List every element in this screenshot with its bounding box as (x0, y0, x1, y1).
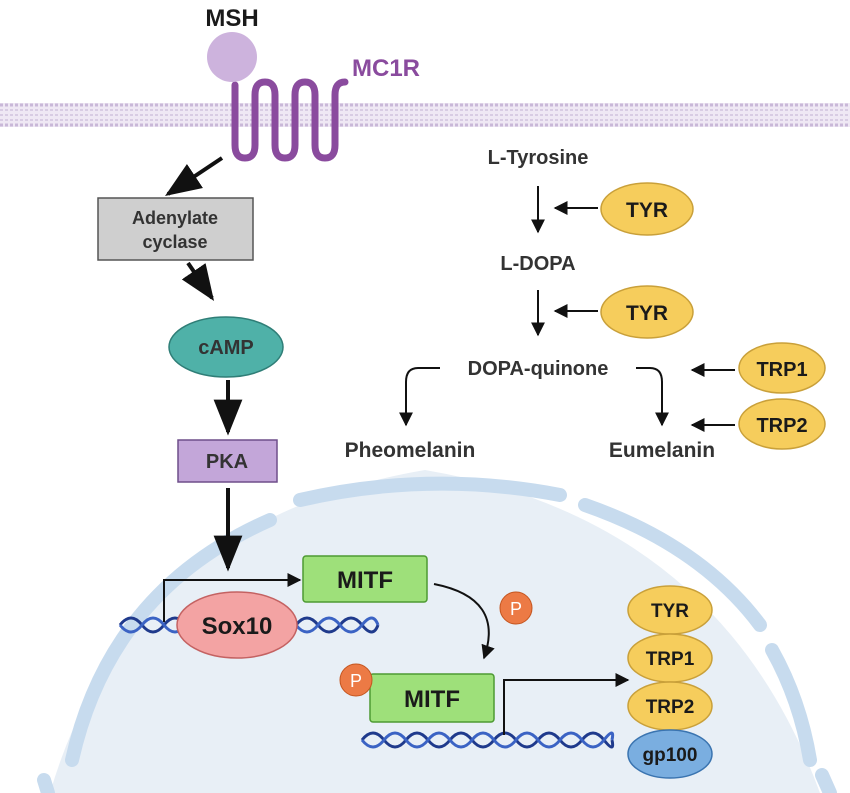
cell-membrane (0, 103, 850, 127)
trp2-enzyme-label: TRP2 (756, 415, 807, 437)
camp-label: cAMP (198, 337, 254, 359)
sox10-label: Sox10 (202, 613, 273, 640)
tyr-enzyme-1 (600, 182, 694, 236)
arrow-adenylate-to-camp (181, 261, 215, 301)
trp1-enzyme-label: TRP1 (756, 359, 807, 381)
nuclear-envelope-segment (578, 498, 767, 632)
mc1r-label: MC1R (352, 55, 420, 82)
adenylate-label-line1: Adenylate (132, 208, 218, 228)
adenylate-label-line2: cyclase (142, 232, 207, 252)
l-tyrosine-label: L-Tyrosine (488, 147, 589, 169)
arrow-to-eumelanin (636, 367, 669, 427)
mc1r-receptor (231, 78, 349, 162)
adenylate-cyclase-box (97, 197, 254, 261)
phosphate-1 (499, 591, 533, 625)
trp1-enzyme (738, 342, 826, 394)
pka-label: PKA (206, 451, 248, 473)
target-trp2-label: TRP2 (646, 697, 695, 718)
dna-strand-2 (360, 731, 615, 749)
tyr-enzyme-2 (600, 285, 694, 339)
mitf-label: MITF (337, 567, 393, 594)
nuclear-envelope-segment (815, 768, 837, 793)
target-gp100-label: gp100 (643, 745, 698, 766)
tyr-enzyme-1-label: TYR (626, 199, 668, 222)
target-trp1-label: TRP1 (646, 649, 695, 670)
mitf-phosphorylated-label: MITF (404, 686, 460, 713)
tyr-enzyme-2-label: TYR (626, 302, 668, 325)
arrow-sox10-to-mitf (163, 573, 302, 622)
nuclear-envelope-segment (37, 773, 55, 793)
target-gp100 (627, 729, 713, 779)
nuclear-envelope-segment (765, 643, 817, 767)
phosphate-2-label: P (350, 671, 362, 691)
mitf-box (302, 555, 428, 603)
camp-node (168, 316, 284, 378)
eumelanin-label: Eumelanin (609, 439, 715, 462)
phosphate-2 (339, 663, 373, 697)
phosphate-1-label: P (510, 599, 522, 619)
arrow-to-pheomelanin (399, 367, 440, 427)
pka-box (177, 439, 278, 483)
trp2-enzyme (738, 398, 826, 450)
l-dopa-label: L-DOPA (500, 253, 575, 275)
pheomelanin-label: Pheomelanin (345, 439, 476, 462)
mitf-phosphorylated-box (369, 673, 495, 723)
target-tyr-label: TYR (651, 601, 689, 622)
msh-label: MSH (205, 5, 258, 32)
nucleus (37, 470, 837, 793)
arrow-mitf-to-targets (503, 673, 630, 735)
arrow-mitf-phosphorylation (433, 583, 495, 660)
sox10-node (176, 591, 298, 659)
arrow-mc1r-to-adenylate (165, 156, 224, 196)
dopa-quinone-label: DOPA-quinone (468, 358, 609, 380)
nuclear-envelope-segment (293, 476, 567, 507)
msh-ligand (207, 32, 257, 82)
